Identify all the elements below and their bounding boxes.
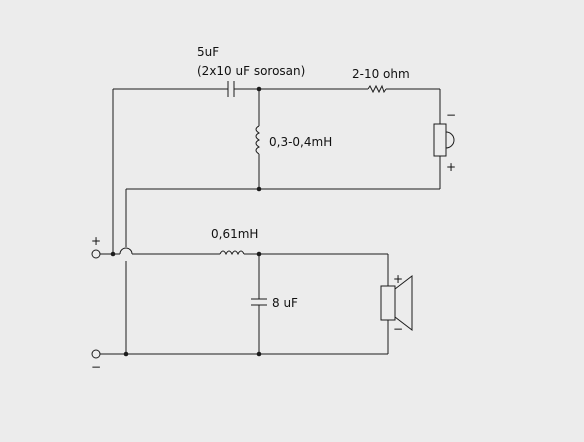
junction-dots	[110, 86, 262, 357]
capacitor-5uf-label: 5uF	[197, 45, 219, 59]
input-minus-sign: −	[91, 360, 101, 374]
tweeter-minus-sign: −	[446, 108, 456, 122]
woofer-minus-sign: −	[393, 322, 403, 336]
capacitor-5uf-symbol	[227, 81, 235, 97]
capacitor-8uf-label: 8 uF	[272, 296, 298, 310]
capacitor-8uf-symbol	[251, 298, 267, 306]
inductor-top-symbol	[255, 125, 260, 155]
tweeter-icon	[433, 123, 455, 157]
inductor-top-label: 0,3-0,4mH	[269, 135, 332, 149]
woofer-plus-sign: +	[393, 272, 403, 286]
resistor-label: 2-10 ohm	[352, 67, 410, 81]
input-terminals	[91, 249, 101, 359]
woofer-icon	[380, 274, 413, 332]
resistor-symbol	[367, 84, 387, 94]
top-wires	[112, 88, 441, 354]
tweeter-plus-sign: +	[446, 160, 456, 174]
input-plus-sign: +	[91, 234, 101, 248]
bottom-wires	[100, 247, 389, 355]
capacitor-5uf-note: (2x10 uF sorosan)	[197, 64, 305, 78]
inductor-bottom-label: 0,61mH	[211, 227, 258, 241]
inductor-bottom-symbol	[219, 250, 245, 256]
